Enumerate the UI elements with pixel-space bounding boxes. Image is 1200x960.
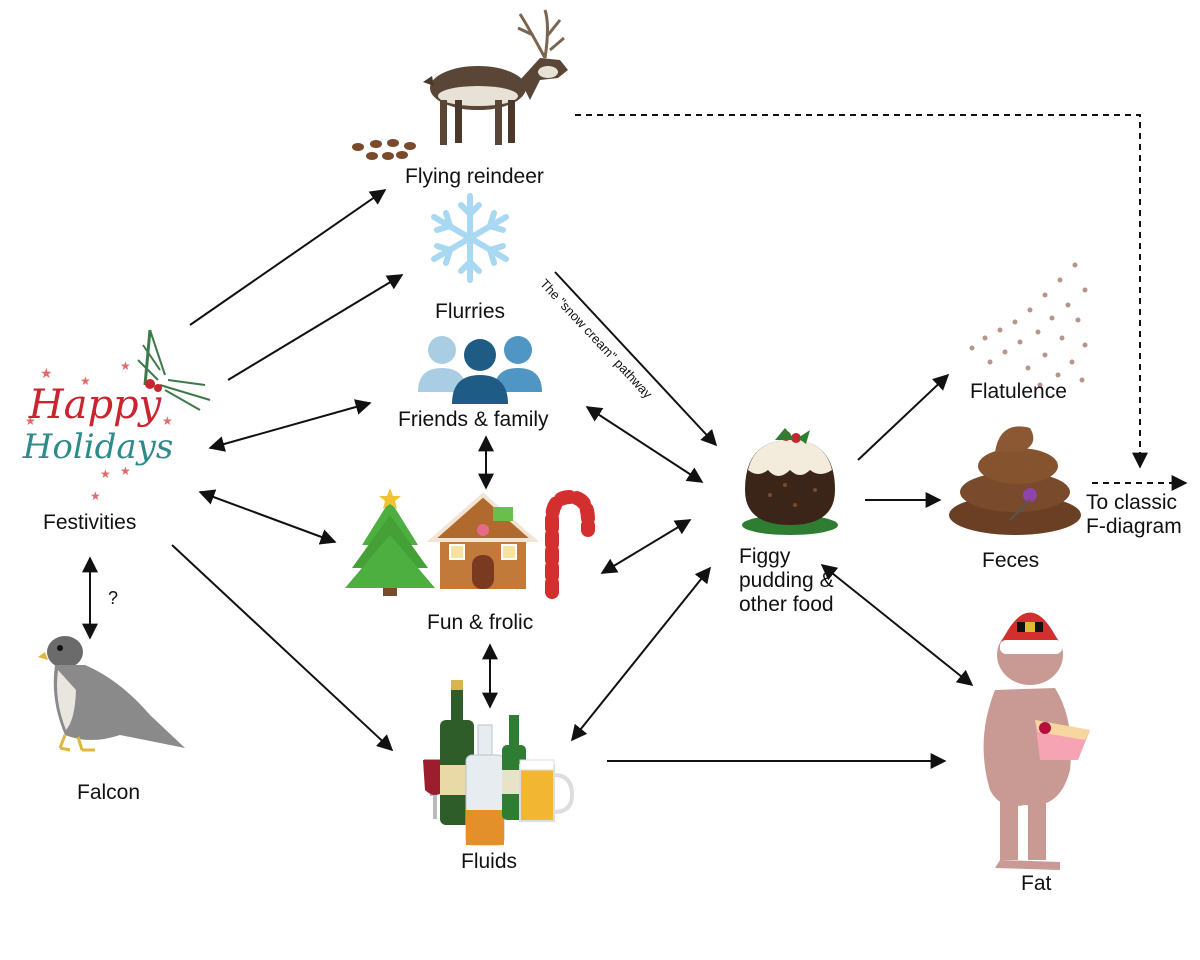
star-decorations-icon: ★ ★ ★ ★ ★ ★ ★ ★ [25, 359, 173, 503]
question-mark-label: ? [108, 588, 119, 608]
feces-label: Feces [982, 549, 1040, 572]
candy-cane-icon [545, 489, 595, 599]
arrow-fluids-figgy [570, 566, 712, 742]
svg-text:★: ★ [80, 374, 91, 388]
figgy-pudding-icon [742, 428, 838, 535]
svg-text:★: ★ [90, 489, 101, 503]
svg-text:★: ★ [120, 464, 131, 478]
reindeer-icon [423, 9, 568, 145]
classic-label-line2: F-diagram [1086, 515, 1182, 538]
fat-label: Fat [1021, 872, 1052, 895]
people-icon [418, 336, 542, 404]
svg-text:★: ★ [120, 359, 131, 373]
arrow-figgy-fat [820, 564, 974, 686]
flying-reindeer-label: Flying reindeer [405, 165, 544, 188]
flatulence-label: Flatulence [970, 380, 1067, 403]
svg-text:★: ★ [40, 365, 53, 381]
figgy-label-line1: Figgy [739, 545, 791, 568]
fluids-label: Fluids [461, 850, 518, 873]
svg-text:★: ★ [25, 414, 36, 428]
arrow-festivities-to-fluids [171, 544, 394, 752]
friends-family-label: Friends & family [398, 408, 549, 431]
figgy-pudding-label: Figgy pudding & other food [739, 545, 879, 617]
gingerbread-house-icon [426, 492, 540, 589]
happy-logo-text: Happy [28, 382, 163, 428]
flurries-label: Flurries [435, 300, 506, 323]
reindeer-droppings-icon [352, 139, 416, 160]
arrow-flurries-to-figgy [554, 271, 718, 447]
arrow-festivities-friends [208, 399, 372, 452]
arrow-festivities-to-reindeer [189, 189, 387, 326]
arrow-reindeer-to-classic-dashed [575, 114, 1148, 469]
arrow-figgy-to-flatulence [857, 373, 950, 461]
arrow-festivities-fun [198, 489, 337, 545]
svg-text:★: ★ [100, 467, 111, 481]
festivities-label: Festivities [43, 511, 137, 534]
feces-icon [949, 426, 1081, 535]
svg-text:★: ★ [162, 414, 173, 428]
figgy-label-line3: other food [739, 593, 834, 616]
falcon-label: Falcon [77, 781, 141, 804]
christmas-tree-icon [345, 488, 435, 596]
drinks-icon [423, 680, 575, 846]
classic-label-line1: To classic [1086, 491, 1178, 514]
snowflake-icon [431, 193, 509, 283]
flatulence-particles-icon [969, 262, 1088, 388]
fat-person-icon [983, 582, 1090, 870]
arrow-friends-figgy [585, 406, 704, 483]
arrows [82, 114, 1188, 769]
holly-icon [137, 329, 211, 411]
falcon-icon [38, 636, 185, 752]
arrow-fun-figgy [600, 519, 692, 574]
arrow-festivities-to-flurries [227, 274, 404, 381]
fun-frolic-label: Fun & frolic [427, 611, 534, 634]
holidays-logo-text: Holidays [22, 427, 174, 467]
classic-f-diagram-label: To classic F-diagram [1086, 491, 1198, 539]
figgy-label-line2: pudding & [739, 569, 834, 592]
